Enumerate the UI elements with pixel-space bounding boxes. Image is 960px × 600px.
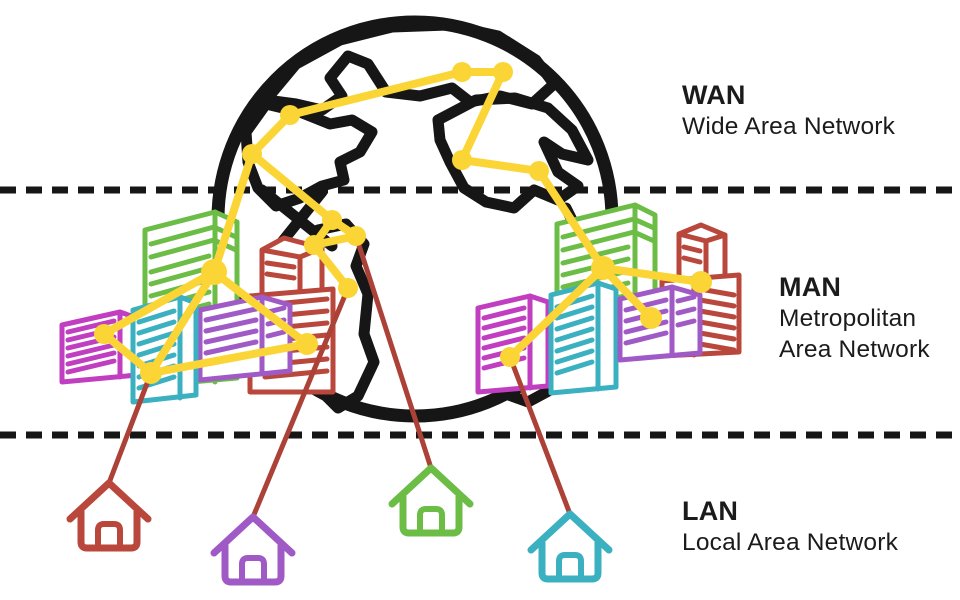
wan-name: Wide Area Network (682, 113, 896, 140)
lan-zone-label: LAN Local Area Network (682, 496, 898, 558)
network-nodes (94, 62, 712, 384)
network-node (94, 324, 114, 344)
man-name-line1: Metropolitan (779, 305, 917, 332)
network-node (304, 235, 324, 255)
network-node (280, 105, 300, 125)
continent-shapes (240, 19, 594, 414)
lan-acronym: LAN (682, 496, 739, 526)
lan-line-to-purple-house (250, 287, 351, 518)
network-node (452, 150, 472, 170)
building-magenta-slab-right (475, 293, 551, 395)
network-node (529, 161, 549, 181)
house-red-icon (66, 479, 152, 552)
network-node (296, 333, 318, 355)
network-node (140, 362, 162, 384)
network-node (500, 347, 520, 367)
network-node (640, 307, 662, 329)
wan-zone-label: WAN Wide Area Network (682, 80, 895, 142)
network-node (493, 62, 513, 82)
network-hub-node-right (591, 256, 615, 280)
man-acronym: MAN (779, 272, 842, 302)
building-cyan-slab-right (548, 280, 619, 396)
network-node (690, 271, 712, 293)
man-zone-label: MAN Metropolitan Area Network (779, 272, 930, 365)
wan-acronym: WAN (682, 80, 746, 110)
network-hub-node-left (201, 259, 227, 285)
network-node (452, 62, 472, 82)
lan-line-to-green-house (353, 235, 434, 469)
house-purple-icon (210, 513, 296, 586)
network-node (346, 226, 366, 246)
city-cluster-left (59, 209, 336, 405)
network-node (322, 210, 342, 230)
network-node (242, 144, 262, 164)
network-node (338, 278, 358, 298)
man-name-line2: Area Network (779, 336, 930, 363)
lan-line-to-red-house (106, 372, 154, 484)
house-cyan-icon (527, 510, 613, 583)
lan-line-to-cyan-house (507, 356, 573, 515)
lan-drop-lines (106, 235, 573, 518)
lan-houses (66, 464, 613, 586)
zone-dividers (0, 186, 960, 439)
building-purple-slab-left (197, 294, 293, 383)
house-green-icon (388, 464, 474, 537)
lan-name: Local Area Network (682, 529, 899, 556)
